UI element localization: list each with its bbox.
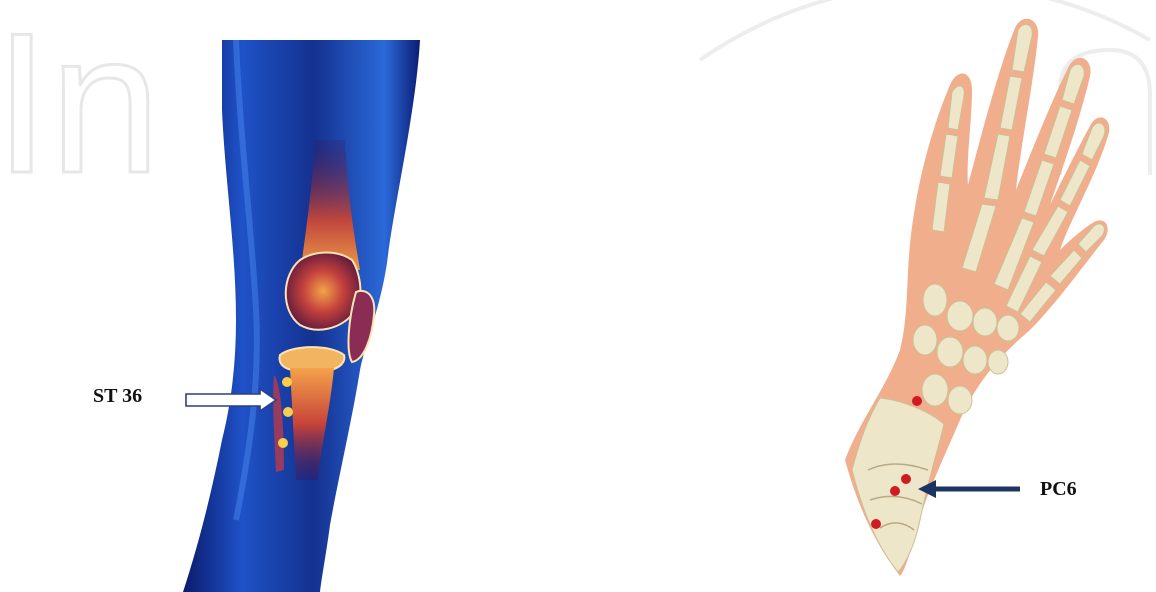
pc6-label: PC6 <box>1040 478 1077 501</box>
knee-illustration <box>183 40 420 592</box>
acupoint-st36-dot <box>282 377 292 387</box>
acupoint-pc6-dot <box>890 486 900 496</box>
acupoint-dot <box>912 396 922 406</box>
tibia-plateau <box>280 347 345 370</box>
carpal-bone <box>947 301 973 331</box>
carpal-bone <box>913 325 937 355</box>
carpal-bone <box>937 337 963 367</box>
femur-condyle <box>286 253 361 330</box>
carpal-bone <box>997 315 1019 341</box>
carpal-bone <box>922 374 948 406</box>
carpal-bone <box>973 308 997 336</box>
watermark-arc <box>700 0 1150 60</box>
carpal-bone <box>963 346 987 374</box>
acupoint-st36-dot <box>278 438 288 448</box>
acupoint-dot <box>871 519 881 529</box>
carpal-bone <box>923 284 947 316</box>
acupoint-st36-dot <box>283 407 293 417</box>
watermark: In <box>0 0 161 215</box>
carpal-bone <box>988 350 1008 374</box>
carpal-bone <box>948 386 972 414</box>
st36-label: ST 36 <box>93 385 142 408</box>
acupoint-pc6-dot <box>901 474 911 484</box>
